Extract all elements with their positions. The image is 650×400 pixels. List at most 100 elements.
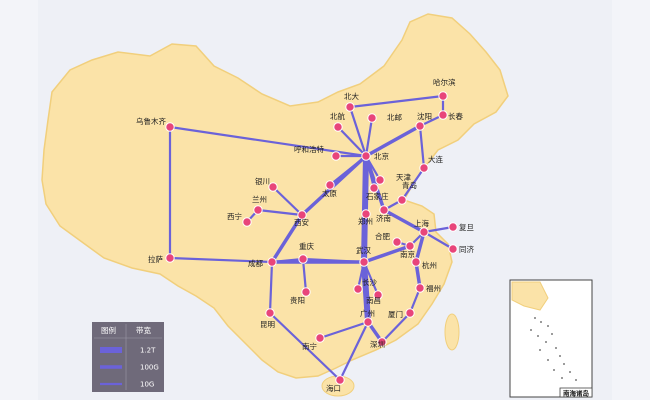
city-marker[interactable] — [297, 210, 307, 220]
city-node-kunming[interactable]: 昆明 — [260, 308, 275, 329]
city-node-harbin[interactable]: 哈尔滨 — [433, 77, 456, 101]
city-marker[interactable] — [367, 113, 377, 123]
city-node-nanchang[interactable]: 南昌 — [366, 290, 383, 305]
city-node-haikou[interactable]: 海口 — [326, 375, 345, 393]
city-node-taiyuan[interactable]: 太原 — [322, 180, 337, 198]
city-node-changchun[interactable]: 长春 — [438, 110, 464, 121]
city-node-beihang[interactable]: 北航 — [330, 111, 345, 132]
city-marker[interactable] — [392, 237, 402, 247]
city-marker[interactable] — [325, 180, 335, 190]
city-node-hangzhou[interactable]: 杭州 — [411, 257, 437, 270]
city-marker[interactable] — [335, 375, 345, 385]
city-node-guangzhou[interactable]: 广州 — [360, 308, 375, 327]
city-marker[interactable] — [345, 102, 355, 112]
inset-island-dot — [539, 349, 541, 351]
city-label: 厦门 — [388, 310, 403, 319]
city-node-qingdao[interactable]: 青岛 — [397, 180, 417, 205]
city-node-xiamen[interactable]: 厦门 — [388, 308, 415, 319]
city-marker[interactable] — [331, 151, 341, 161]
city-node-jinan[interactable]: 济南 — [376, 205, 391, 223]
city-marker[interactable] — [298, 254, 308, 264]
city-marker[interactable] — [419, 163, 429, 173]
city-marker[interactable] — [361, 209, 371, 219]
city-marker[interactable] — [448, 244, 458, 254]
city-node-shenyang[interactable]: 沈阳 — [415, 111, 432, 131]
city-node-hohhot[interactable]: 呼和浩特 — [294, 144, 341, 161]
city-marker[interactable] — [268, 182, 278, 192]
link-nanning-guangzhou — [318, 320, 370, 340]
city-marker[interactable] — [361, 151, 371, 161]
city-marker[interactable] — [375, 175, 385, 185]
city-marker[interactable] — [397, 195, 407, 205]
city-marker[interactable] — [353, 284, 363, 294]
inset-islands — [530, 317, 577, 381]
city-node-wuhan[interactable]: 武汉 — [356, 245, 371, 267]
city-marker[interactable] — [411, 257, 421, 267]
city-node-shenzhen[interactable]: 深圳 — [370, 337, 387, 349]
city-node-lanzhou[interactable]: 兰州 — [252, 194, 267, 215]
city-label: 沈阳 — [417, 111, 432, 121]
city-node-fudan[interactable]: 复旦 — [448, 222, 475, 232]
city-node-lhasa[interactable]: 拉萨 — [148, 253, 175, 264]
city-label: 南昌 — [366, 295, 381, 305]
city-marker[interactable] — [405, 241, 415, 251]
city-marker[interactable] — [377, 337, 387, 347]
city-node-urumqi[interactable]: 乌鲁木齐 — [136, 116, 175, 132]
city-label: 西宁 — [227, 211, 242, 221]
city-node-fuzhou[interactable]: 福州 — [415, 283, 441, 293]
city-marker[interactable] — [165, 253, 175, 263]
city-node-tongji[interactable]: 同济 — [448, 244, 475, 254]
city-marker[interactable] — [415, 121, 425, 131]
city-label: 太原 — [322, 188, 337, 198]
city-node-chengdu[interactable]: 成都 — [248, 257, 277, 268]
city-node-beida[interactable]: 北大 — [344, 91, 359, 112]
city-node-beijing[interactable]: 北京 — [361, 151, 390, 161]
link-jinan-shanghai — [382, 208, 426, 234]
link-guiyang-chongqing — [301, 257, 308, 294]
city-label: 北航 — [330, 111, 345, 121]
link-fudan-shanghai — [422, 225, 455, 234]
city-marker[interactable] — [419, 227, 429, 237]
city-node-changsha[interactable]: 长沙 — [353, 277, 378, 294]
city-label: 济南 — [376, 213, 391, 223]
city-node-dalian[interactable]: 大连 — [419, 154, 444, 173]
city-node-beijing_n[interactable]: 北邮 — [367, 112, 403, 123]
city-node-yinchuan[interactable]: 银川 — [255, 177, 278, 192]
city-node-hefei[interactable]: 合肥 — [375, 231, 402, 247]
city-node-shanghai[interactable]: 上海 — [414, 218, 429, 237]
right-margin — [612, 0, 650, 400]
city-marker[interactable] — [373, 290, 383, 300]
city-marker[interactable] — [379, 205, 389, 215]
city-marker[interactable] — [267, 257, 277, 267]
city-marker[interactable] — [333, 122, 343, 132]
city-node-guiyang[interactable]: 贵阳 — [290, 287, 311, 305]
link-haikou-guangzhou — [338, 320, 370, 382]
city-marker[interactable] — [438, 110, 448, 120]
city-marker[interactable] — [363, 317, 373, 327]
city-marker[interactable] — [165, 122, 175, 132]
city-marker[interactable] — [438, 91, 448, 101]
city-node-xian[interactable]: 西安 — [294, 210, 309, 227]
city-label: 深圳 — [370, 339, 385, 349]
city-marker[interactable] — [301, 287, 311, 297]
city-marker[interactable] — [253, 205, 263, 215]
city-node-chongqing[interactable]: 重庆 — [298, 241, 315, 264]
inset-island-dot — [547, 359, 549, 361]
city-node-nanjing[interactable]: 南京 — [400, 241, 415, 259]
links-layer — [168, 94, 455, 382]
city-marker[interactable] — [315, 333, 325, 343]
city-node-zhengzhou[interactable]: 郑州 — [358, 209, 373, 226]
city-node-xining[interactable]: 西宁 — [227, 211, 252, 227]
city-marker[interactable] — [359, 257, 369, 267]
city-label: 西安 — [294, 217, 309, 227]
city-label: 兰州 — [252, 194, 267, 204]
city-marker[interactable] — [405, 308, 415, 318]
city-marker[interactable] — [369, 183, 379, 193]
city-node-shijiazhuang[interactable]: 石家庄 — [366, 183, 389, 201]
city-marker[interactable] — [242, 217, 252, 227]
city-marker[interactable] — [265, 308, 275, 318]
city-node-nanning[interactable]: 南宁 — [302, 333, 325, 351]
city-marker[interactable] — [415, 283, 425, 293]
city-marker[interactable] — [448, 222, 458, 232]
city-node-tianjin[interactable]: 天津 — [375, 173, 412, 185]
